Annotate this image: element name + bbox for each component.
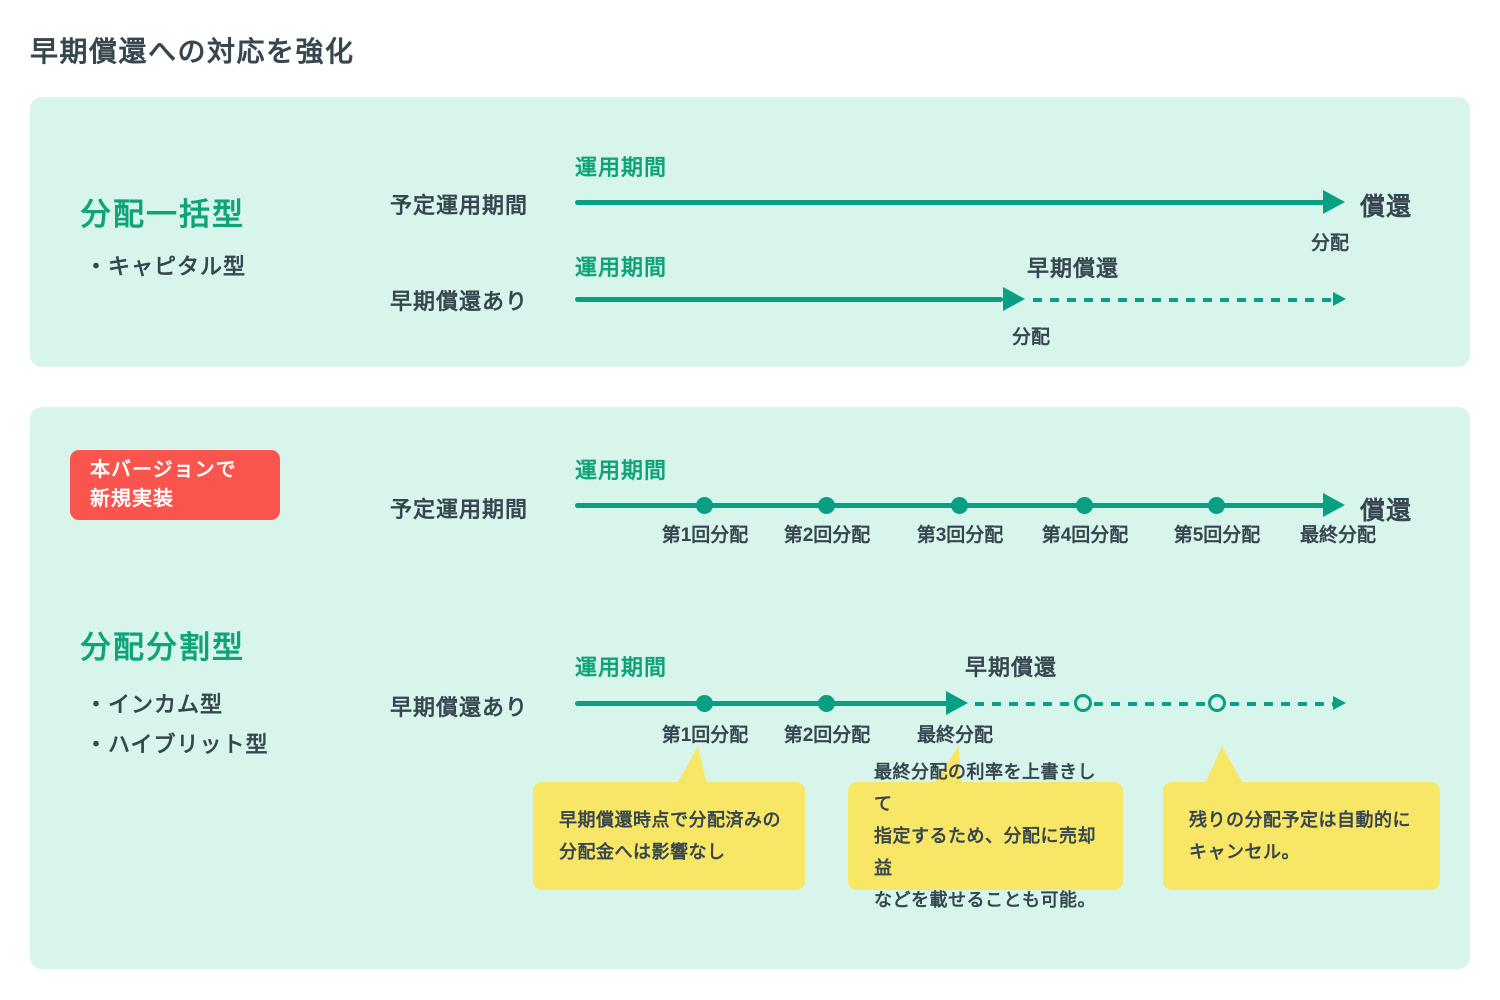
dashed-arrowhead-icon xyxy=(1333,696,1346,710)
operation-period-label: 運用期間 xyxy=(575,255,668,280)
milestone-caption: 第3回分配 xyxy=(916,525,1004,546)
panel-lump-sum-type: 分配一括型 ・キャピタル型 予定運用期間 運用期間 償還 分配 早期償還あり 運… xyxy=(30,97,1470,367)
timeline-arrowhead-icon xyxy=(1323,493,1345,517)
callout-line: 残りの分配予定は自動的に xyxy=(1189,810,1411,830)
timeline-line xyxy=(575,297,1003,302)
lump-type-heading: 分配一括型 xyxy=(80,197,245,232)
callout-line: 早期償還時点で分配済みの xyxy=(559,810,781,830)
timeline-arrowhead-icon xyxy=(1003,287,1025,311)
callout-override-rate: 最終分配の利率を上書きして 指定するため、分配に売却益 などを載せることも可能。 xyxy=(848,762,1123,910)
future-milestone-dot xyxy=(1074,694,1092,712)
operation-period-label: 運用期間 xyxy=(575,155,668,180)
panel-split-type: 本バージョンで 新規実装 分配分割型 ・インカム型 ・ハイブリット型 予定運用期… xyxy=(30,407,1470,969)
milestone-dot xyxy=(951,497,968,514)
planned-period-row-label: 予定運用期間 xyxy=(389,193,528,218)
milestone-caption: 第4回分配 xyxy=(1041,525,1129,546)
callout-tail xyxy=(1205,746,1243,784)
callout-auto-cancel: 残りの分配予定は自動的に キャンセル。 xyxy=(1163,782,1440,890)
milestone-dot xyxy=(1208,497,1225,514)
milestone-dot xyxy=(818,695,835,712)
future-milestone-dot xyxy=(1208,694,1226,712)
operation-period-label: 運用期間 xyxy=(575,655,668,680)
timeline-arrowhead-icon xyxy=(1323,190,1345,214)
redemption-label: 償還 xyxy=(1360,193,1413,221)
distribution-label: 分配 xyxy=(1310,233,1349,254)
milestone-caption: 第1回分配 xyxy=(661,725,749,746)
new-feature-badge: 本バージョンで 新規実装 xyxy=(70,450,280,520)
callout-no-impact: 早期償還時点で分配済みの 分配金へは影響なし xyxy=(533,782,805,890)
split-type-bullet-hybrid: ・ハイブリット型 xyxy=(85,732,269,757)
lump-type-bullet: ・キャピタル型 xyxy=(85,254,247,279)
early-redemption-row-label: 早期償還あり xyxy=(389,695,528,720)
badge-line-1: 本バージョンで xyxy=(90,459,237,481)
timeline-line xyxy=(575,701,948,706)
callout-tail xyxy=(677,746,707,784)
milestone-caption: 第1回分配 xyxy=(661,525,749,546)
redemption-label: 償還 xyxy=(1360,497,1413,525)
split-type-heading: 分配分割型 xyxy=(80,630,245,665)
cancelled-period-dashed-line xyxy=(1033,298,1333,302)
milestone-dot xyxy=(696,497,713,514)
distribution-label: 分配 xyxy=(1011,327,1050,348)
timeline-line xyxy=(575,200,1325,205)
final-distribution-caption: 最終分配 xyxy=(1299,525,1376,546)
early-redemption-label: 早期償還 xyxy=(1027,256,1120,281)
milestone-caption: 第2回分配 xyxy=(783,725,871,746)
page-title: 早期償還への対応を強化 xyxy=(30,36,355,67)
milestone-dot xyxy=(818,497,835,514)
callout-line: 分配金へは影響なし xyxy=(559,842,726,862)
milestone-dot xyxy=(1076,497,1093,514)
dashed-arrowhead-icon xyxy=(1333,292,1346,306)
timeline-arrowhead-icon xyxy=(946,691,968,715)
split-type-bullet-income: ・インカム型 xyxy=(85,692,224,717)
badge-line-2: 新規実装 xyxy=(90,488,174,510)
milestone-caption: 第2回分配 xyxy=(783,525,871,546)
cancelled-period-dashed-line xyxy=(975,702,1333,706)
callout-line: 指定するため、分配に売却益 xyxy=(874,826,1096,878)
planned-period-row-label: 予定運用期間 xyxy=(389,497,528,522)
early-redemption-label: 早期償還 xyxy=(965,655,1058,680)
callout-line: 最終分配の利率を上書きして xyxy=(874,762,1096,814)
timeline-line xyxy=(575,503,1325,508)
operation-period-label: 運用期間 xyxy=(575,458,668,483)
callout-line: などを載せることも可能。 xyxy=(874,890,1096,910)
milestone-caption: 第5回分配 xyxy=(1173,525,1261,546)
early-redemption-row-label: 早期償還あり xyxy=(389,289,528,314)
final-distribution-caption: 最終分配 xyxy=(916,725,993,746)
milestone-dot xyxy=(696,695,713,712)
callout-line: キャンセル。 xyxy=(1189,842,1300,862)
